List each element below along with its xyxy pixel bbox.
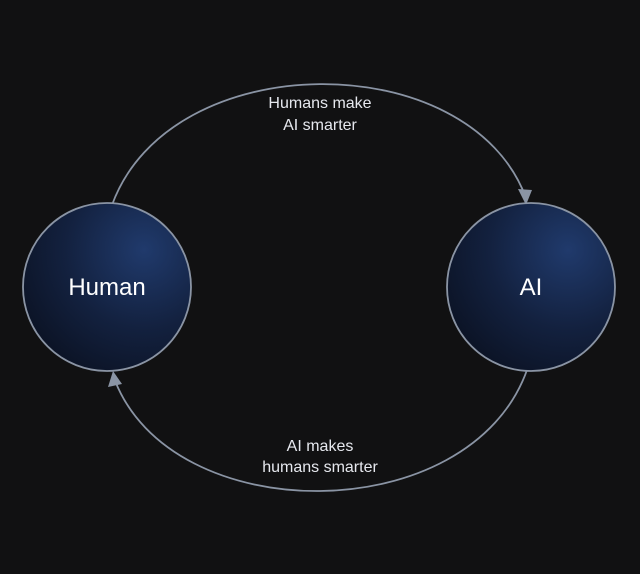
edge-label-top-line2: AI smarter: [283, 117, 357, 134]
arrowhead-to-ai: [518, 189, 532, 205]
edge-label-top: Humans make AI smarter: [268, 95, 371, 134]
edge-label-bottom: AI makes humans smarter: [262, 438, 378, 476]
node-ai: AI: [446, 202, 616, 372]
edge-label-bottom-line2: humans smarter: [262, 459, 378, 476]
arrowhead-to-human: [108, 371, 122, 387]
node-ai-circle: [446, 202, 616, 372]
edge-label-top-line1: Humans make: [268, 95, 371, 112]
node-human: Human: [22, 202, 192, 372]
node-ai-label: AI: [520, 274, 543, 301]
node-human-label: Human: [68, 274, 145, 301]
edge-label-bottom-line1: AI makes: [287, 438, 354, 455]
edge-ai-to-human: [113, 369, 528, 492]
node-human-circle: [22, 202, 192, 372]
edge-human-to-ai: [111, 83, 527, 206]
